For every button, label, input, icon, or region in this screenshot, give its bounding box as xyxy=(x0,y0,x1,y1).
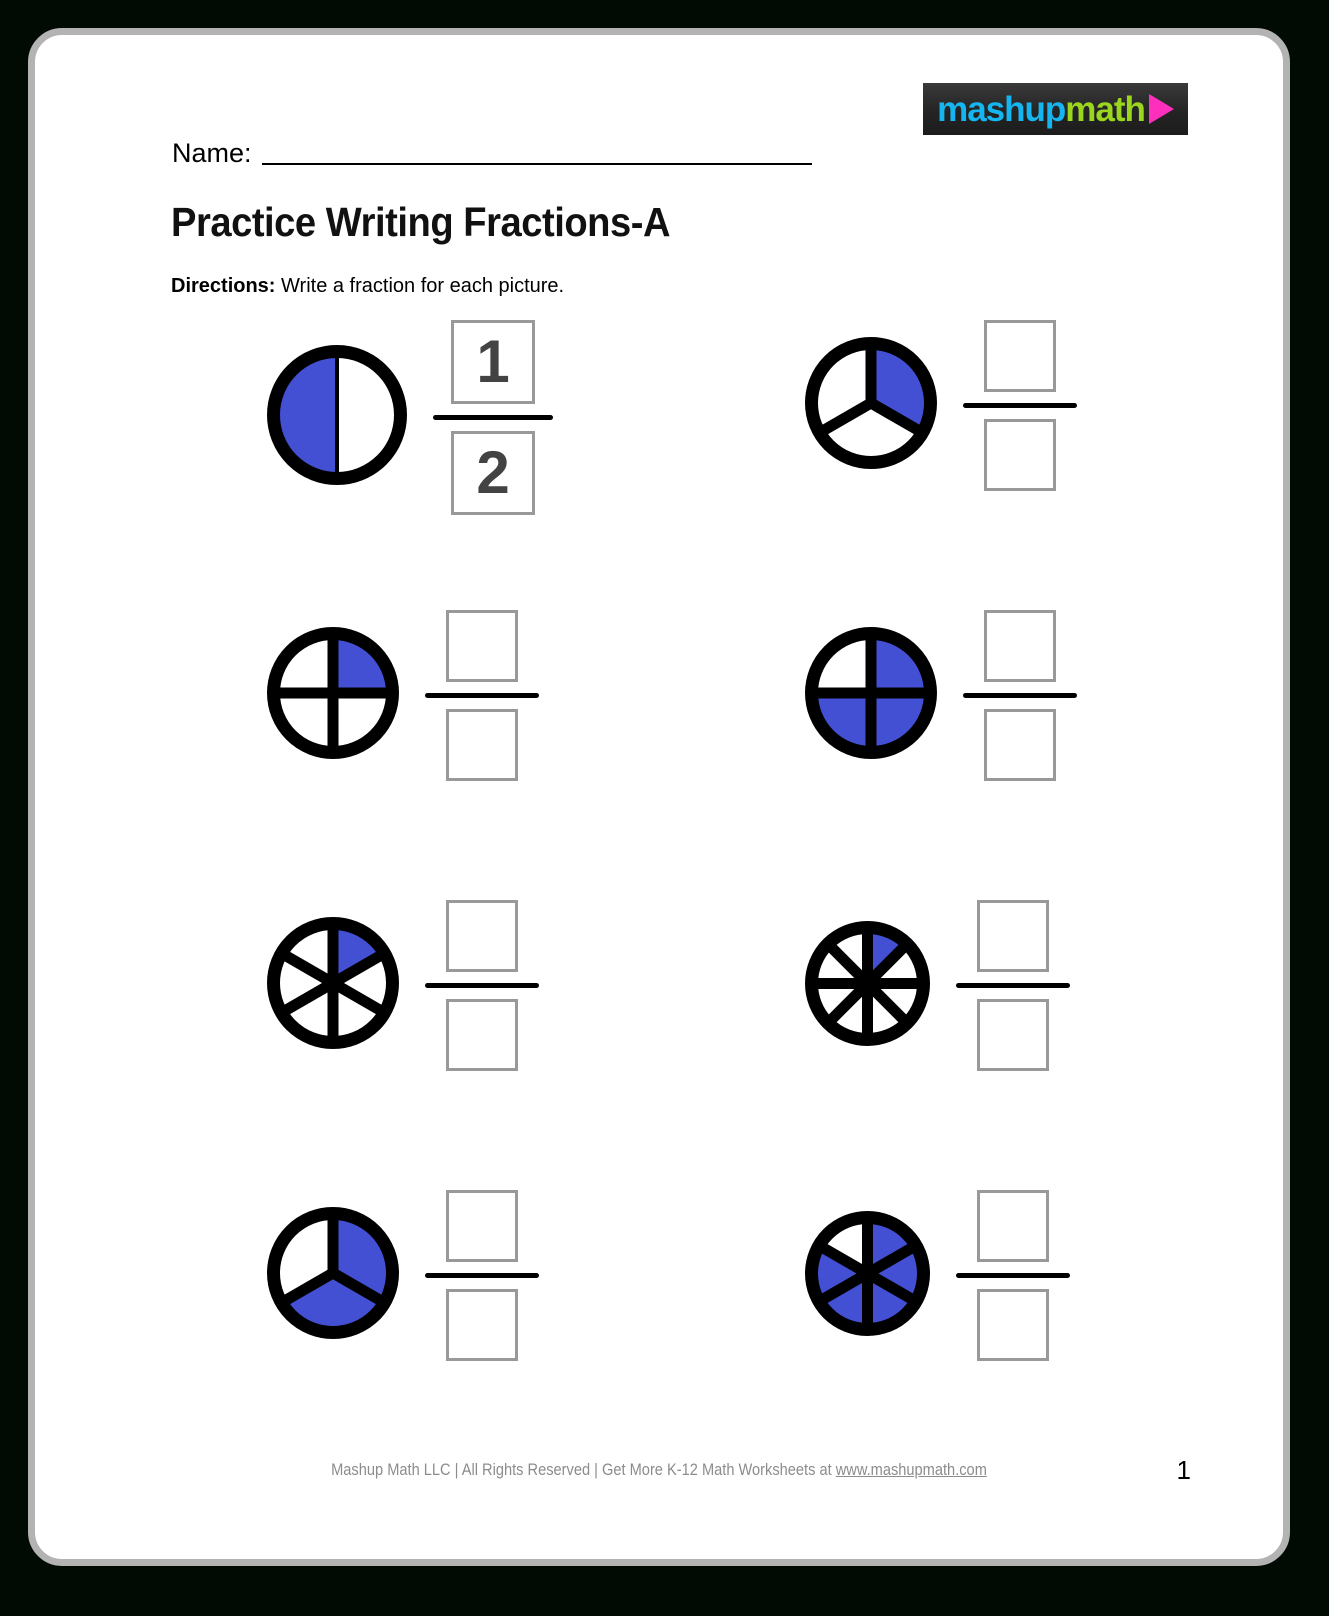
problem-cell-6 xyxy=(745,900,1283,1190)
fraction-circle-wrap-6 xyxy=(805,920,930,1051)
directions: Directions: Write a fraction for each pi… xyxy=(171,275,564,298)
fraction-circle-8 xyxy=(805,1210,930,1336)
fraction-circle-wrap-2 xyxy=(805,337,937,474)
name-row: Name: xyxy=(172,140,812,167)
logo-math-text: math xyxy=(1065,89,1146,129)
problem-cell-5 xyxy=(35,900,745,1190)
page-title: Practice Writing Fractions-A xyxy=(171,199,671,245)
fraction-answer-2 xyxy=(963,320,1077,491)
fraction-circle-6 xyxy=(805,920,930,1046)
numerator-box-4[interactable] xyxy=(984,610,1056,682)
numerator-box-7[interactable] xyxy=(446,1190,518,1262)
numerator-box-1[interactable]: 1 xyxy=(451,320,535,404)
footer-text: Mashup Math LLC | All Rights Reserved | … xyxy=(331,1460,836,1479)
filled-slice xyxy=(871,693,931,753)
fraction-circle-2 xyxy=(805,337,937,469)
problem-cell-8 xyxy=(745,1190,1283,1480)
play-triangle-icon xyxy=(1148,94,1174,124)
fraction-circle-wrap-4 xyxy=(805,627,937,764)
fraction-circle-wrap-7 xyxy=(267,1207,399,1344)
problem-cell-7 xyxy=(35,1190,745,1480)
fraction-bar-1 xyxy=(433,415,553,420)
denominator-box-4[interactable] xyxy=(984,709,1056,781)
problem-cell-3 xyxy=(35,610,745,900)
problem-row xyxy=(35,610,1283,900)
denominator-box-7[interactable] xyxy=(446,1289,518,1361)
numerator-box-8[interactable] xyxy=(977,1190,1049,1262)
footer-url-link[interactable]: www.mashupmath.com xyxy=(835,1460,987,1479)
name-write-line[interactable] xyxy=(261,163,812,165)
directions-label: Directions: xyxy=(171,275,276,297)
filled-slice xyxy=(871,633,931,693)
numerator-box-2[interactable] xyxy=(984,320,1056,392)
numerator-box-3[interactable] xyxy=(446,610,518,682)
fraction-bar-5 xyxy=(425,983,539,988)
fraction-circle-4 xyxy=(805,627,937,759)
fraction-answer-7 xyxy=(425,1190,539,1361)
denominator-box-6[interactable] xyxy=(977,999,1049,1071)
fraction-answer-6 xyxy=(956,900,1070,1071)
directions-text: Write a fraction for each picture. xyxy=(275,275,565,297)
fraction-bar-8 xyxy=(956,1273,1070,1278)
denominator-box-2[interactable] xyxy=(984,419,1056,491)
logo-mashup-text: mashup xyxy=(937,89,1066,129)
problem-row xyxy=(35,900,1283,1190)
fraction-circle-1 xyxy=(267,345,407,485)
page-number: 1 xyxy=(1176,1455,1191,1485)
name-label: Name: xyxy=(172,138,252,168)
fraction-circle-wrap-5 xyxy=(267,917,399,1054)
problem-cell-4 xyxy=(745,610,1283,900)
fraction-circle-wrap-1 xyxy=(267,345,407,490)
fraction-circle-wrap-8 xyxy=(805,1210,930,1341)
fraction-bar-7 xyxy=(425,1273,539,1278)
filled-slice xyxy=(333,633,393,693)
denominator-box-8[interactable] xyxy=(977,1289,1049,1361)
numerator-box-5[interactable] xyxy=(446,900,518,972)
denominator-box-3[interactable] xyxy=(446,709,518,781)
fraction-bar-6 xyxy=(956,983,1070,988)
fraction-answer-3 xyxy=(425,610,539,781)
fraction-circle-5 xyxy=(267,917,399,1049)
denominator-box-5[interactable] xyxy=(446,999,518,1071)
fraction-bar-3 xyxy=(425,693,539,698)
denominator-box-1[interactable]: 2 xyxy=(451,431,535,515)
fraction-circle-3 xyxy=(267,627,399,759)
fraction-bar-4 xyxy=(963,693,1077,698)
footer-credit: Mashup Math LLC | All Rights Reserved | … xyxy=(122,1460,1195,1480)
fraction-answer-5 xyxy=(425,900,539,1071)
filled-slice xyxy=(811,693,871,753)
fraction-answer-8 xyxy=(956,1190,1070,1361)
fraction-answer-4 xyxy=(963,610,1077,781)
filled-slice xyxy=(867,1245,924,1301)
fraction-bar-2 xyxy=(963,403,1077,408)
fraction-circle-wrap-3 xyxy=(267,627,399,764)
problem-cell-2 xyxy=(745,320,1283,610)
numerator-box-6[interactable] xyxy=(977,900,1049,972)
fraction-circle-7 xyxy=(267,1207,399,1339)
problem-row xyxy=(35,1190,1283,1480)
filled-slice xyxy=(811,1245,868,1301)
